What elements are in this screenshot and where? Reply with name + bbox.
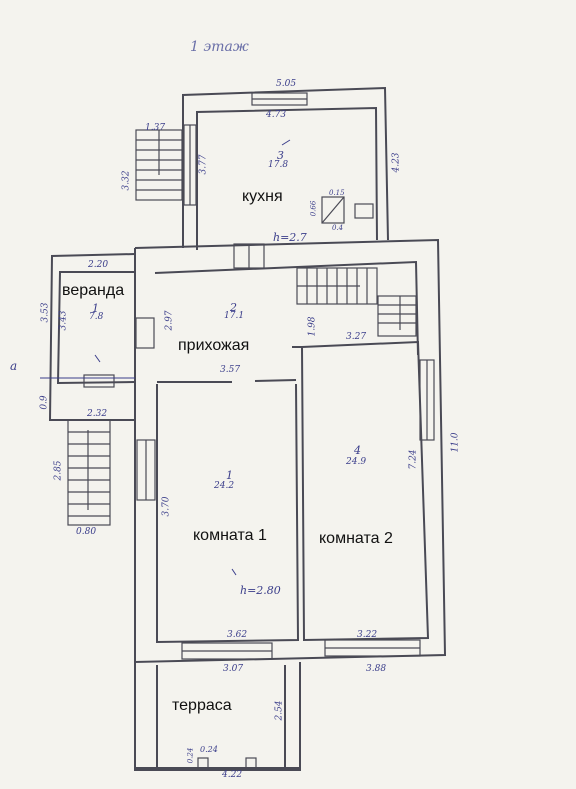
room-label-room1: комната 1	[193, 527, 267, 544]
floor-label: 1 этаж	[190, 39, 249, 55]
dim-terrace-post: 0.24	[200, 745, 218, 754]
dim-terrace-width-2: 3.88	[366, 664, 387, 674]
dim-veranda-width: 2.20	[88, 260, 109, 270]
room-label-kitchen: кухня	[242, 188, 283, 205]
dim-veranda-depth-inner: 3.43	[58, 310, 69, 331]
dim-stair-length: 3.32	[121, 170, 132, 191]
veranda-door	[135, 317, 155, 349]
dim-veranda-depth: 3.53	[40, 302, 51, 323]
room-label-terrace: терраса	[172, 697, 232, 714]
hallway-number: 2	[230, 301, 237, 314]
hallway-inner-wall	[154, 260, 419, 356]
room1-outline	[156, 383, 300, 644]
room2-outline	[300, 340, 430, 642]
kitchen-area: 17.8	[268, 160, 289, 170]
dim-terrace-depth: 2.54	[274, 700, 285, 721]
veranda-inner-wall	[56, 271, 136, 385]
dim-room1-depth: 3.70	[161, 496, 172, 517]
dim-total-depth: 11.0	[450, 432, 461, 453]
room-label-room2: комната 2	[319, 530, 393, 547]
dim-terrace-bottom: 4.22	[222, 770, 243, 780]
dim-porch-width: 2.32	[87, 409, 108, 419]
room-label-hallway: прихожая	[178, 337, 250, 354]
kitchen-inner-wall	[196, 106, 378, 250]
dim-room2-top-width: 3.27	[346, 332, 367, 342]
dim-hall-width: 3.57	[220, 365, 241, 375]
hallway-area: 17.1	[224, 311, 245, 321]
room2-area: 24.9	[346, 457, 367, 467]
terrace-post-right	[245, 757, 257, 769]
veranda-window	[83, 374, 115, 388]
dim-room2-depth: 7.24	[408, 449, 419, 470]
dim-stove-depth: 0.66	[309, 200, 318, 217]
kitchen-ceiling-height: h=2.7	[273, 231, 307, 244]
room-label-veranda: веранда	[62, 282, 125, 299]
terrace-post-left	[197, 757, 209, 769]
stove-side	[354, 203, 374, 219]
hall-room-partition-2	[254, 379, 297, 382]
dim-porch-stair-width: 0.80	[76, 527, 97, 537]
room1-number: 1	[226, 469, 233, 482]
dim-left-small: 0.9	[39, 395, 50, 410]
veranda-outer-wall	[48, 253, 136, 421]
dim-kitchen-depth: 3.77	[198, 154, 209, 175]
dim-room2-width: 3.22	[357, 630, 378, 640]
kitchen-stair-steps	[136, 130, 182, 191]
dim-stove-small: 0.4	[332, 224, 344, 232]
terrace-inner	[156, 665, 286, 768]
dim-terrace-post-side: 0.24	[186, 747, 195, 764]
dim-stove-width: 0.15	[329, 189, 345, 197]
dim-stair-width: 1.37	[145, 123, 166, 133]
dim-kitchen-side: 4.23	[391, 152, 402, 173]
dim-room1-width: 3.62	[227, 630, 248, 640]
porch-stair-steps	[68, 430, 110, 517]
room1-area: 24.2	[214, 481, 235, 491]
hallway-stair-lower	[377, 295, 417, 337]
veranda-area: 7.8	[89, 312, 104, 322]
dim-kitchen-inner-width: 4.73	[266, 110, 287, 120]
porch-stair	[67, 419, 111, 526]
dim-porch-stair-length: 2.85	[53, 460, 64, 481]
room1-ceiling-height: h=2.80	[240, 584, 281, 597]
kitchen-number: 3	[277, 149, 284, 162]
kitchen-outer-wall	[182, 86, 389, 248]
dim-hall-side: 1.98	[307, 316, 318, 337]
dim-kitchen-outer-width: 5.05	[276, 79, 297, 89]
hallway-stair-steps	[297, 268, 368, 304]
side-letter: a	[10, 359, 18, 373]
veranda-number: 1	[92, 302, 99, 315]
terrace-outer	[134, 662, 301, 771]
dim-hall-depth: 2.97	[164, 310, 175, 331]
room2-number: 4	[354, 444, 361, 457]
house-outer-wall	[134, 238, 447, 664]
stove	[321, 196, 345, 224]
dim-terrace-width-1: 3.07	[223, 664, 244, 674]
